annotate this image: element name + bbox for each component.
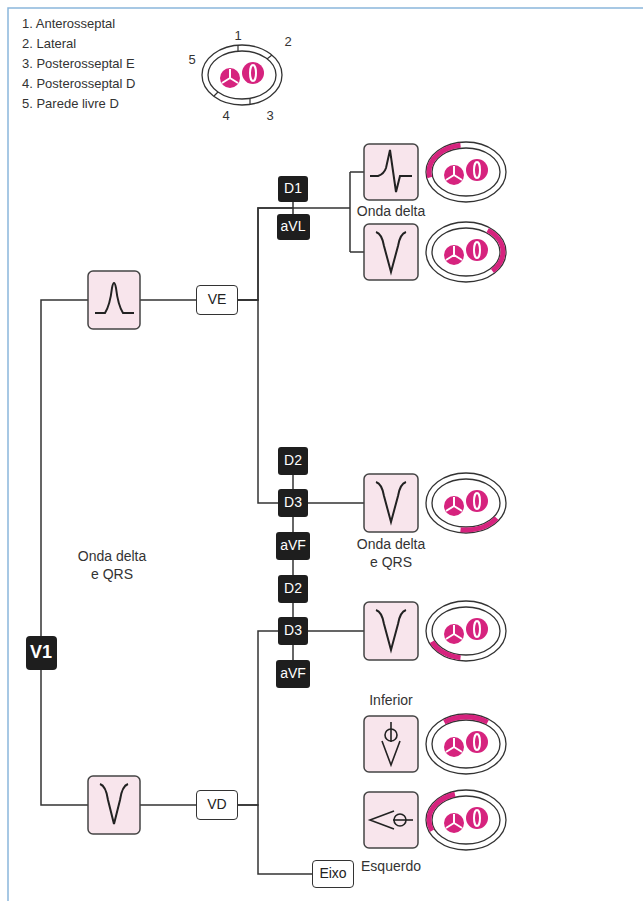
waveform-box [364, 716, 418, 772]
legend-item: 4. Posterosseptal D [22, 76, 135, 92]
heart-section [426, 790, 506, 850]
heart-section [426, 222, 506, 282]
heart-section [426, 714, 506, 774]
pathway-highlight [429, 476, 503, 530]
heart-section [426, 790, 506, 850]
callout-number: 4 [219, 108, 233, 124]
eye-symbol [370, 811, 413, 829]
callout-number: 3 [263, 108, 277, 124]
lead-box: D3 [278, 489, 308, 517]
node-text: D3 [284, 495, 302, 510]
waveform-box [364, 602, 418, 660]
waveform-box [364, 224, 418, 280]
negative-wave [376, 482, 406, 522]
node-text: aVF [280, 538, 306, 553]
connector [238, 300, 278, 503]
negative-wave [376, 232, 406, 272]
pathway-highlight [429, 793, 503, 847]
node-text: V1 [30, 643, 52, 663]
heart-section [426, 473, 506, 533]
waveform-box [88, 776, 140, 834]
callout-number: 1 [231, 28, 245, 44]
heart-section [426, 601, 506, 661]
lead-box: D1 [278, 176, 308, 202]
negative-wave [376, 610, 406, 650]
node-text: VE [208, 292, 227, 307]
connector [238, 805, 312, 874]
node-text: VD [207, 797, 226, 812]
legend-item: 1. Anterosseptal [22, 16, 115, 32]
heart-section [426, 222, 506, 282]
pathway-highlight [429, 604, 503, 658]
negative-wave [100, 784, 128, 824]
node-text: Eixo [319, 866, 346, 881]
waveform-box [364, 144, 418, 200]
waveform-box [364, 474, 418, 532]
eye-symbol [370, 811, 413, 829]
lead-box: D3 [278, 617, 308, 645]
heart-section [426, 473, 506, 533]
frame-line [8, 8, 643, 901]
wave-caption: Onda delta e QRS [75, 548, 149, 583]
pathway-highlight [429, 717, 503, 771]
node-text: aVL [281, 219, 306, 234]
connector [41, 300, 196, 636]
axis-box: Eixo [312, 860, 354, 888]
node-text: aVF [280, 666, 306, 681]
axis-caption: Inferior [341, 692, 441, 710]
pathway-highlight [429, 145, 503, 199]
wave-caption: Onda delta [341, 203, 441, 221]
lead-box: D2 [278, 575, 308, 603]
heart-section [426, 601, 506, 661]
heart-section [426, 142, 506, 202]
lead-box: V1 [26, 636, 57, 670]
heart-section [202, 45, 282, 105]
node-text: D2 [284, 453, 302, 468]
node-text: D1 [284, 181, 302, 196]
wave-caption: Onda delta e QRS [354, 536, 428, 571]
heart-section [426, 142, 506, 202]
callout-number: 2 [281, 34, 295, 50]
legend-item: 2. Lateral [22, 36, 76, 52]
heart-section [426, 714, 506, 774]
lead-box: D2 [278, 447, 308, 475]
lead-box: aVF [276, 660, 310, 688]
pathway-highlight [429, 225, 503, 279]
eye-symbol [382, 722, 400, 765]
axis-caption: Esquerdo [341, 858, 441, 876]
segment-tick [214, 45, 272, 105]
legend-item: 3. Posterosseptal E [22, 56, 135, 72]
waveform-box [364, 792, 418, 848]
branch-line [293, 503, 364, 631]
node-text: D3 [284, 623, 302, 638]
lead-box: aVF [276, 532, 310, 560]
waveform-box [88, 271, 140, 329]
connector [238, 631, 278, 805]
callout-number: 5 [185, 52, 199, 68]
lead-box: aVL [277, 214, 310, 240]
node-text: D2 [284, 581, 302, 596]
delta-wave [370, 150, 412, 192]
positive-wave [95, 283, 134, 313]
ventricle-box: VE [196, 285, 238, 315]
legend-item: 5. Parede livre D [22, 96, 119, 112]
heart-section [202, 45, 282, 105]
ventricle-box: VD [196, 790, 238, 820]
